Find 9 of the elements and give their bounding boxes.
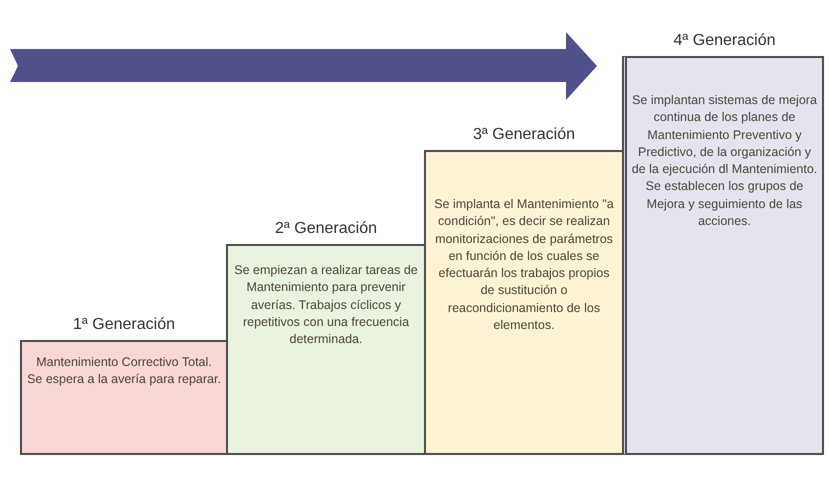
generation-heading: 2ª Generación (274, 220, 378, 238)
generation-heading: 1ª Generación (72, 316, 176, 334)
generation-heading: 3ª Generación (472, 126, 576, 144)
generation-description: Se espera a la avería para reparar. (26, 371, 222, 388)
generation-description: Se implanta el Mantenimiento "a condición", es decir se realizan monitorizaciones de parámetros en función de los cuales se efectuarán los trabajos propios de sustitución o reacondicionamiento de los elementos. (433, 196, 615, 334)
generation-description: Mantenimiento Correctivo Total. (35, 354, 213, 371)
generation-description: Se implantan sistemas de mejora continua de los planes de Mantenimiento Preventivo y Predictivo, de la organización y de la ejecución dl Mantenimiento. Se establecen los grupos de Mejora y seguimiento de las acciones. (630, 92, 818, 230)
generation-heading: 4ª Generación (672, 32, 776, 50)
generation-description: Se empiezan a realizar tareas de Mantenimiento para prevenir averías. Trabajos cíclicos y repetitivos con una frecuencia determinada. (233, 262, 419, 348)
